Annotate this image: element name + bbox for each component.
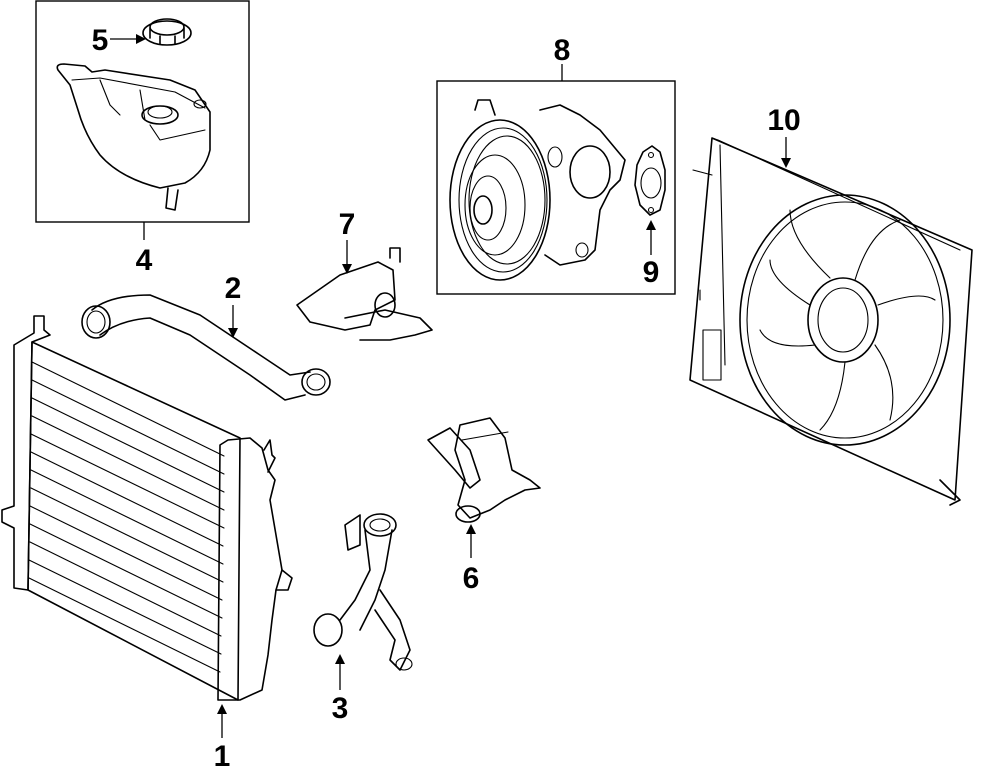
callout-7: 7 bbox=[339, 208, 356, 241]
reservoir-tank[interactable] bbox=[56, 63, 211, 211]
radiator-group: 1 bbox=[1, 315, 293, 768]
lower-hose[interactable] bbox=[313, 513, 413, 671]
reservoir-group: 5 4 bbox=[35, 0, 250, 277]
callout-9: 9 bbox=[643, 256, 660, 289]
fan-assembly-group: 10 bbox=[689, 104, 973, 506]
thermostat-housing[interactable] bbox=[296, 247, 433, 341]
cooling-fan[interactable] bbox=[739, 194, 951, 446]
coolant-pipe-housing[interactable] bbox=[427, 417, 541, 523]
water-pump-box bbox=[436, 80, 676, 295]
callout-8: 8 bbox=[554, 34, 571, 67]
water-pump[interactable] bbox=[449, 99, 626, 281]
callout-1: 1 bbox=[214, 740, 231, 768]
callout-10: 10 bbox=[767, 104, 800, 137]
upper-hose-group: 2 bbox=[81, 272, 331, 401]
callout-3: 3 bbox=[332, 692, 349, 725]
radiator[interactable] bbox=[1, 315, 293, 701]
thermostat-housing-group: 7 bbox=[296, 208, 433, 341]
water-pump-gasket[interactable] bbox=[634, 145, 666, 216]
fan-shroud[interactable] bbox=[689, 137, 973, 506]
callout-2: 2 bbox=[225, 272, 242, 305]
reservoir-cap[interactable] bbox=[142, 18, 192, 46]
coolant-pipe-group: 6 bbox=[427, 417, 541, 595]
callout-6: 6 bbox=[463, 562, 480, 595]
water-pump-group: 8 9 bbox=[436, 34, 676, 295]
callout-4: 4 bbox=[136, 244, 153, 277]
callout-5: 5 bbox=[92, 24, 109, 57]
reservoir-box bbox=[35, 0, 250, 223]
radiator-fins bbox=[28, 361, 225, 673]
lower-hose-group: 3 bbox=[313, 513, 413, 725]
upper-hose[interactable] bbox=[81, 294, 331, 401]
